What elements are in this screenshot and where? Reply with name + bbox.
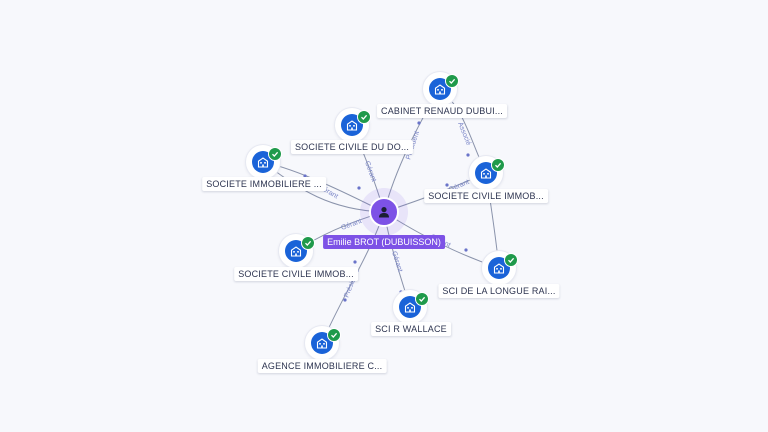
entity-label-sc-immob-right[interactable]: SOCIETE CIVILE IMMOB... xyxy=(424,189,548,203)
entity-label-wallace[interactable]: SCI R WALLACE xyxy=(371,322,451,336)
person-icon xyxy=(369,197,399,227)
verified-check-icon xyxy=(301,236,315,250)
edge-arrow xyxy=(464,248,468,252)
entity-label-immobiliere[interactable]: SOCIETE IMMOBILIERE ... xyxy=(202,177,326,191)
entity-label-sc-immob-left[interactable]: SOCIETE CIVILE IMMOB... xyxy=(234,267,358,281)
entity-label-agence[interactable]: AGENCE IMMOBILIERE C... xyxy=(257,359,387,373)
edge-arrow xyxy=(343,298,347,302)
edge-arrow xyxy=(353,260,357,264)
edge-label-wallace: Gérant xyxy=(390,250,403,273)
verified-check-icon xyxy=(491,158,505,172)
verified-check-icon xyxy=(357,110,371,124)
verified-check-icon xyxy=(504,253,518,267)
entity-label-sc-du-do[interactable]: SOCIETE CIVILE DU DO... xyxy=(290,140,414,154)
verified-check-icon xyxy=(327,328,341,342)
edge-arrow xyxy=(417,121,421,125)
edge-arrow xyxy=(466,153,470,157)
entity-label-cabinet[interactable]: CABINET RENAUD DUBUI... xyxy=(377,104,507,118)
verified-check-icon xyxy=(415,292,429,306)
edge-label-sc-left: Gérant xyxy=(340,218,363,232)
edge-arrow xyxy=(445,183,449,187)
edge-arrow xyxy=(303,174,307,178)
edge-label-sc-du-do: Gérant xyxy=(363,160,377,183)
entity-label-longue[interactable]: SCI DE LA LONGUE RAI... xyxy=(438,284,560,298)
edge-arrow xyxy=(357,186,361,190)
verified-check-icon xyxy=(445,74,459,88)
verified-check-icon xyxy=(268,147,282,161)
center-person-label: Emilie BROT (DUBUISSON) xyxy=(323,235,445,249)
